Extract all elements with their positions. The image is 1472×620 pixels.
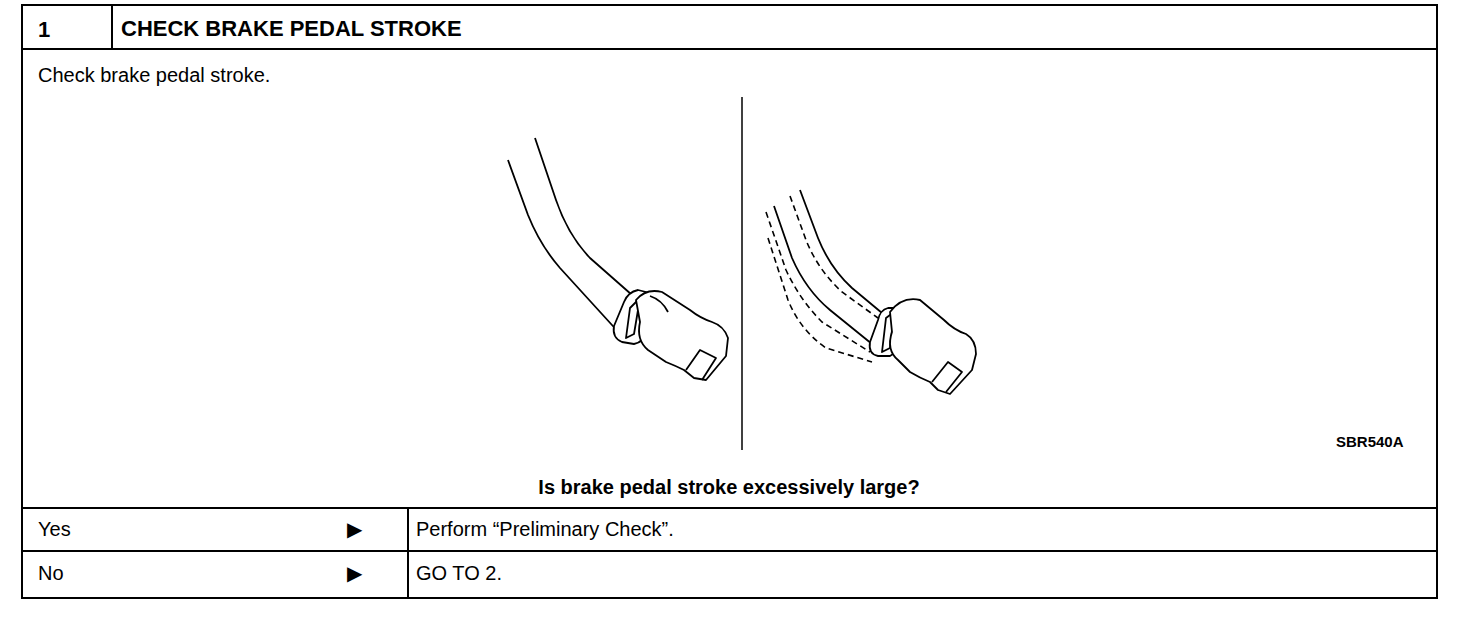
table-border — [22, 5, 1437, 598]
action-cell: GO TO 2. — [416, 562, 502, 585]
row-line — [22, 550, 1437, 552]
pedal-dashed-positions — [766, 196, 878, 362]
answer-cell: No — [38, 562, 64, 585]
pedal-at-rest — [508, 138, 728, 380]
arrow-symbol: ▶ — [347, 562, 362, 585]
step-title: CHECK BRAKE PEDAL STROKE — [121, 16, 462, 41]
row-line — [22, 48, 1437, 50]
column-line — [111, 5, 113, 49]
action-cell: Perform “Preliminary Check”. — [416, 518, 674, 541]
answer-cell: Yes — [38, 518, 71, 541]
table-grid — [22, 5, 1437, 598]
column-line — [407, 508, 409, 598]
step-number: 1 — [38, 17, 50, 42]
arrow-symbol: ▶ — [347, 518, 362, 541]
row-line — [22, 507, 1437, 509]
pedal-depressed — [774, 190, 976, 394]
instruction-text: Check brake pedal stroke. — [38, 64, 270, 87]
question-text: Is brake pedal stroke excessively large? — [538, 476, 919, 499]
figure-code: SBR540A — [1336, 433, 1404, 450]
divider-line — [741, 97, 743, 450]
